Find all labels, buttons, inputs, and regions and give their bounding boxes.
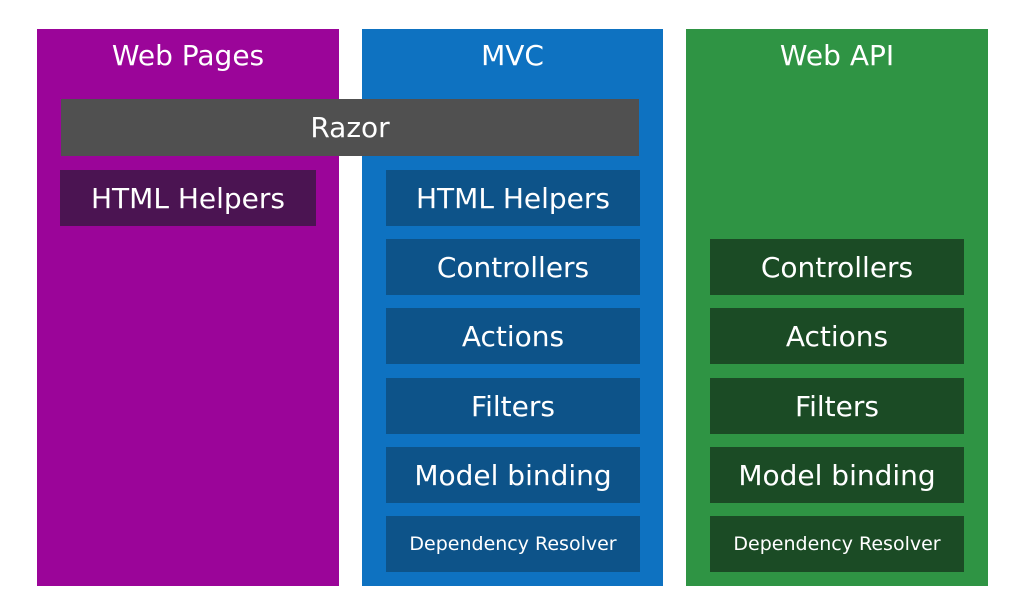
mvc-actions-box: Actions bbox=[386, 308, 640, 364]
web-api-actions-box: Actions bbox=[710, 308, 964, 364]
web-pages-title: Web Pages bbox=[111, 39, 265, 72]
mvc-filters-box: Filters bbox=[386, 378, 640, 434]
web-api-filters-box: Filters bbox=[710, 378, 964, 434]
mvc-model-binding-box: Model binding bbox=[386, 447, 640, 503]
mvc-controllers-box: Controllers bbox=[386, 239, 640, 295]
razor-bar: Razor bbox=[61, 99, 639, 156]
web-pages-html-helpers-box: HTML Helpers bbox=[60, 170, 316, 226]
mvc-title: MVC bbox=[481, 39, 544, 72]
web-api-title: Web API bbox=[779, 39, 895, 72]
web-api-controllers-box: Controllers bbox=[710, 239, 964, 295]
web-api-column: Web API Controllers Actions Filters Mode… bbox=[686, 29, 988, 586]
web-api-dependency-resolver-box: Dependency Resolver bbox=[710, 516, 964, 572]
mvc-html-helpers-box: HTML Helpers bbox=[386, 170, 640, 226]
mvc-dependency-resolver-box: Dependency Resolver bbox=[386, 516, 640, 572]
web-api-model-binding-box: Model binding bbox=[710, 447, 964, 503]
